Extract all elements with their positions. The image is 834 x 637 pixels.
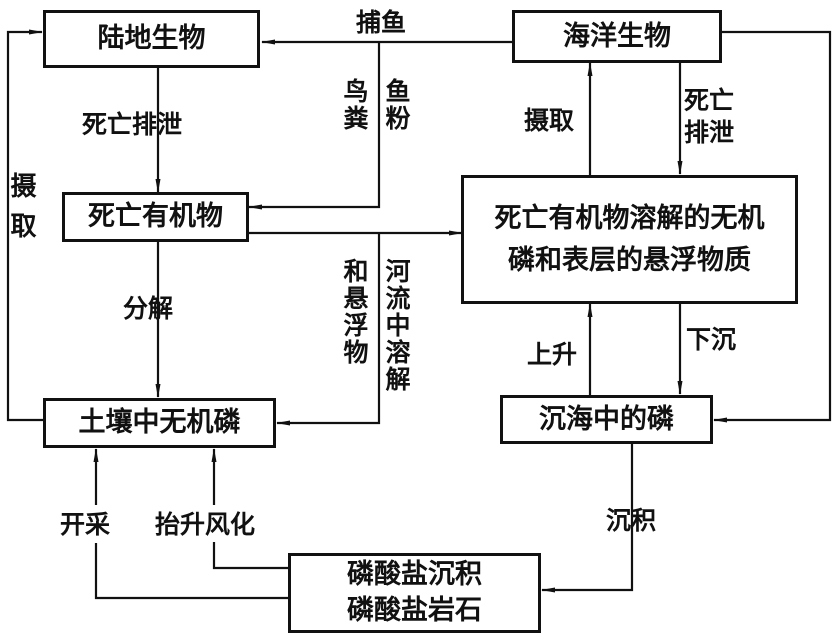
arrow-sedimentation — [541, 444, 634, 593]
label-uplift-weathering: 抬升风化 — [155, 510, 256, 539]
node-soil-phosphorus: 土壤中无机磷 — [43, 398, 276, 448]
node-rock-line1: 磷酸盐沉积 — [347, 558, 482, 590]
label-river-dissolved: 河流中溶解 — [382, 258, 411, 393]
label-upwelling: 上升 — [527, 340, 578, 369]
arrow-land-uptake — [6, 29, 43, 422]
node-dead-organic: 死亡有机物 — [62, 192, 249, 242]
label-guano: 鸟粪 — [340, 78, 369, 132]
node-phosphate-rock: 磷酸盐沉积 磷酸盐岩石 — [288, 553, 541, 633]
arrow-river — [276, 233, 381, 426]
arrow-mining — [94, 543, 288, 600]
node-rock-line2: 磷酸盐岩石 — [347, 595, 482, 626]
arrow-uplift — [212, 542, 288, 570]
label-death-excretion-land: 死亡排泄 — [82, 110, 183, 139]
label-and-suspended: 和悬浮物 — [340, 258, 369, 366]
label-sedimentation: 沉积 — [606, 506, 657, 535]
node-dissolved-line1: 死亡有机物溶解的无机 — [494, 202, 765, 234]
label-uptake-land: 摄取 — [6, 172, 36, 252]
label-sinking: 下沉 — [686, 325, 737, 354]
node-marine-life: 海洋生物 — [512, 10, 722, 63]
label-death-marine-2: 排泄 — [684, 118, 735, 147]
node-dissolved-line2: 磷和表层的悬浮物质 — [508, 244, 751, 276]
label-fishing: 捕鱼 — [356, 8, 407, 37]
node-sea-phosphorus: 沉海中的磷 — [500, 395, 713, 444]
label-death-marine-1: 死亡 — [684, 86, 735, 115]
label-fishmeal: 鱼粉 — [382, 78, 411, 132]
label-uptake-marine: 摄取 — [524, 106, 575, 135]
label-decompose: 分解 — [123, 294, 174, 323]
label-mining: 开采 — [60, 510, 111, 539]
node-land-life: 陆地生物 — [43, 10, 260, 68]
arrow-guano-fishmeal — [248, 42, 381, 210]
arrow-marine-to-sea-p — [713, 30, 832, 423]
node-dissolved-phosphorus: 死亡有机物溶解的无机 磷和表层的悬浮物质 — [461, 175, 798, 304]
